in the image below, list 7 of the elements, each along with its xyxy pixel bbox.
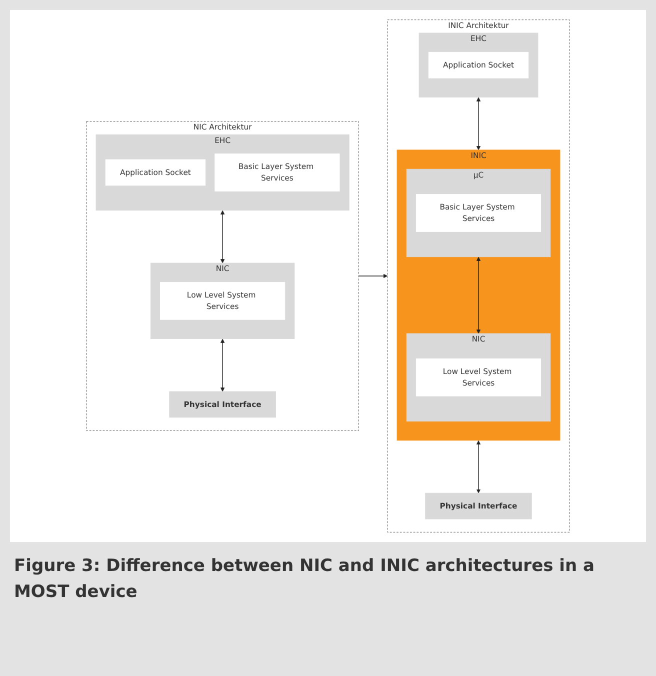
arrow: [358, 274, 388, 278]
arrow: [476, 440, 481, 494]
figure-caption: Figure 3: Difference between NIC and INIC architectures in a MOST device: [14, 555, 596, 604]
arrow: [220, 210, 225, 264]
arrow: [476, 97, 481, 150]
arrow: [476, 256, 481, 334]
arrow: [220, 338, 225, 392]
